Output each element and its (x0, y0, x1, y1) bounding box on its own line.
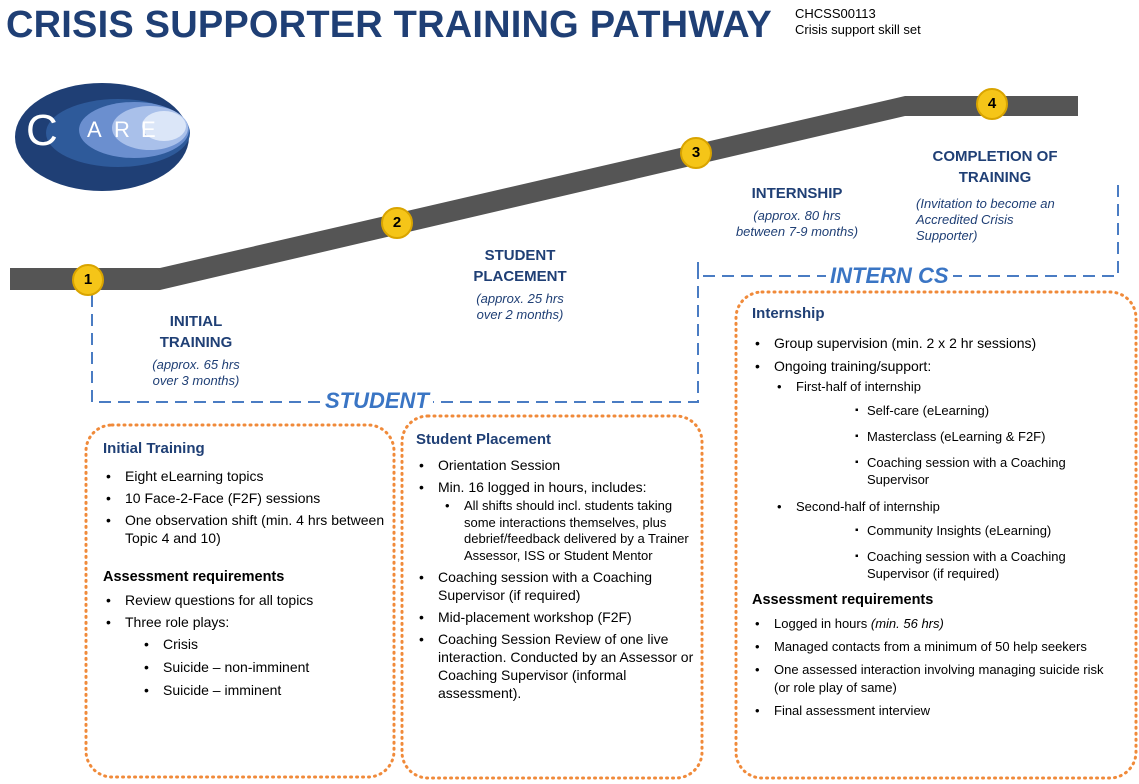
list-item: Coaching Session Review of one live inte… (416, 630, 694, 702)
initial-box-title: Initial Training (103, 440, 205, 457)
list-item: Ongoing training/support: (752, 357, 1132, 375)
internship-assessment-title: Assessment requirements (752, 592, 934, 608)
placement-items-2: Coaching session with a Coaching Supervi… (416, 568, 694, 702)
intern-phase-label: INTERN CS (826, 263, 953, 289)
list-item: Suicide – non-imminent (141, 658, 388, 676)
page-title: CRISIS SUPPORTER TRAINING PATHWAY (6, 4, 772, 46)
student-placement-box: Student Placement Orientation Session Mi… (416, 431, 694, 702)
list-item: Coaching session with a Coaching Supervi… (855, 548, 1095, 582)
course-name: Crisis support skill set (795, 22, 921, 37)
internship-box-title: Internship (752, 305, 825, 322)
list-item: 10 Face-2-Face (F2F) sessions (103, 489, 388, 507)
initial-assessment-items: Review questions for all topics Three ro… (103, 591, 388, 631)
list-item: Eight eLearning topics (103, 467, 388, 485)
list-item: Self-care (eLearning) (855, 402, 1085, 419)
role-play-items: Crisis Suicide – non-imminent Suicide – … (103, 635, 388, 699)
logo-letter-e: E (141, 117, 156, 142)
list-item: One assessed interaction involving manag… (752, 661, 1104, 697)
course-code: CHCSS00113 (795, 6, 876, 21)
list-item: Second-half of internship (774, 498, 1132, 516)
list-item: Logged in hours (min. 56 hrs) (752, 615, 1132, 633)
first-half-items: Self-care (eLearning) Masterclass (eLear… (752, 402, 1085, 488)
list-item: Group supervision (min. 2 x 2 hr session… (752, 334, 1132, 352)
internship-items: Group supervision (min. 2 x 2 hr session… (752, 334, 1132, 375)
internship-box: Internship Group supervision (min. 2 x 2… (752, 305, 1132, 720)
logo-letter-a: A (87, 117, 102, 142)
list-item: Three role plays: (103, 613, 388, 631)
internship-assessment-items: Logged in hours (min. 56 hrs) Managed co… (752, 615, 1132, 720)
list-item: Final assessment interview (752, 702, 1132, 720)
list-item: Review questions for all topics (103, 591, 388, 609)
intern-phase-border (697, 180, 1119, 277)
list-item: Suicide – imminent (141, 681, 388, 699)
care-logo (15, 83, 190, 191)
list-item: Crisis (141, 635, 388, 653)
first-half-heading-list: First-half of internship (752, 378, 1132, 396)
initial-box-border (84, 423, 396, 779)
second-half-items: Community Insights (eLearning) Coaching … (752, 522, 1095, 582)
list-item: Coaching session with a Coaching Supervi… (416, 568, 694, 604)
list-item: Min. 16 logged in hours, includes: (416, 478, 694, 496)
list-item: All shifts should incl. students taking … (442, 498, 694, 564)
logo-letter-r: R (114, 117, 130, 142)
placement-box-title: Student Placement (416, 431, 552, 448)
list-item: First-half of internship (774, 378, 1132, 396)
placement-sub-items: All shifts should incl. students taking … (416, 498, 694, 564)
step-3-marker: 3 (680, 137, 712, 169)
step-4-marker: 4 (976, 88, 1008, 120)
second-half-heading-list: Second-half of internship (752, 498, 1132, 516)
step-1-marker: 1 (72, 264, 104, 296)
list-item: Masterclass (eLearning & F2F) (855, 428, 1085, 445)
internship-box-border (734, 290, 1138, 780)
list-item: One observation shift (min. 4 hrs betwee… (103, 511, 388, 547)
step-3-title: INTERNSHIP (751, 185, 843, 202)
course-code-block: CHCSS00113 Crisis support skill set (795, 6, 921, 38)
placement-box-border (400, 414, 704, 780)
logo-letter-c: C (26, 106, 58, 155)
list-item: Managed contacts from a minimum of 50 he… (752, 638, 1132, 656)
student-phase-label: STUDENT (321, 388, 433, 414)
initial-items: Eight eLearning topics 10 Face-2-Face (F… (103, 467, 388, 547)
pathway-road (10, 96, 1078, 290)
list-item: Mid-placement workshop (F2F) (416, 608, 694, 626)
list-item: Orientation Session (416, 456, 694, 474)
list-item: Coaching session with a Coaching Supervi… (855, 454, 1085, 488)
list-item: Community Insights (eLearning) (855, 522, 1095, 539)
placement-items: Orientation Session Min. 16 logged in ho… (416, 456, 694, 496)
initial-assessment-title: Assessment requirements (103, 569, 285, 585)
step-2-marker: 2 (381, 207, 413, 239)
initial-training-box: Initial Training Eight eLearning topics … (103, 440, 388, 699)
